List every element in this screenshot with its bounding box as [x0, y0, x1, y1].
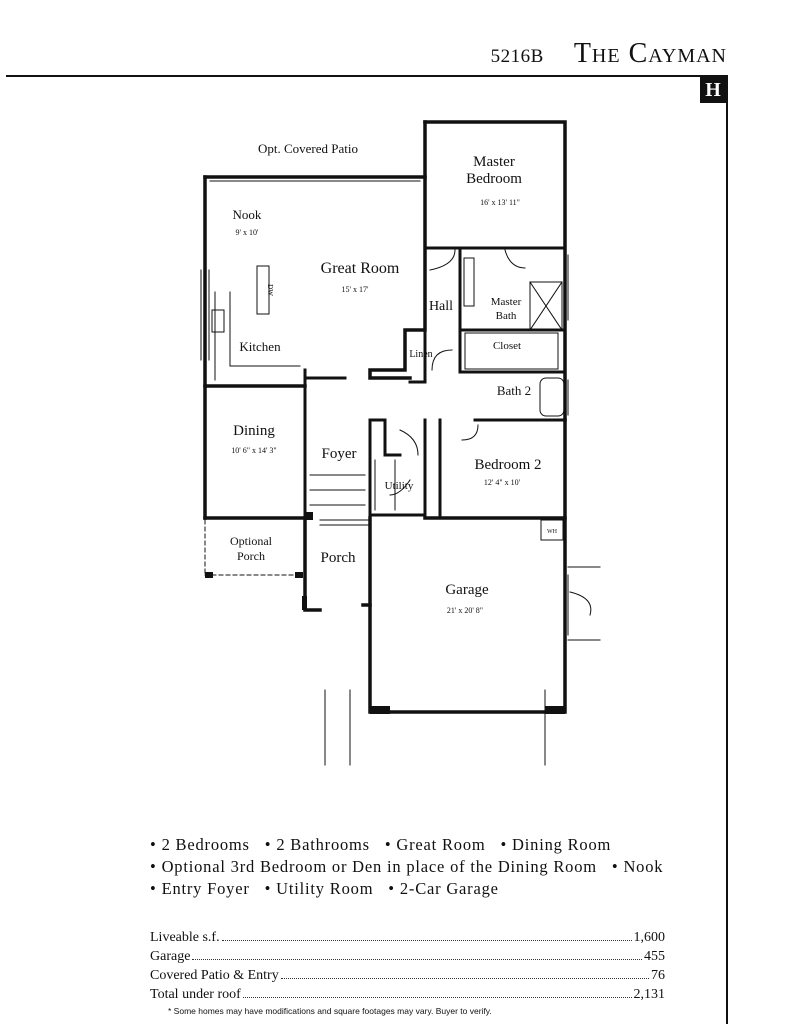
room-label-utility: Utility — [385, 480, 414, 492]
section-badge: H — [700, 77, 726, 103]
feature-item: •2 Bedrooms — [150, 835, 250, 854]
feature-list: •2 Bedrooms •2 Bathrooms •Great Room •Di… — [150, 834, 670, 900]
feature-item: •Entry Foyer — [150, 879, 250, 898]
feature-item: •Optional 3rd Bedroom or Den in place of… — [150, 857, 597, 876]
stat-label: Garage — [150, 949, 191, 964]
room-label-bedroom2: Bedroom 2 — [474, 457, 541, 473]
feature-item: •Nook — [611, 857, 664, 876]
room-label-linen: Linen — [409, 349, 432, 360]
stat-row: Total under roof 2,131 — [150, 985, 665, 1004]
floor-plan: Opt. Covered Patio Master Bedroom 16' x … — [200, 120, 601, 766]
stat-row: Liveable s.f. 1,600 — [150, 928, 665, 947]
square-footage-table: Liveable s.f. 1,600 Garage 455 Covered Pat… — [150, 928, 665, 1004]
room-label-foyer: Foyer — [322, 446, 357, 462]
room-dims-bedroom2: 12' 4" x 10' — [484, 478, 521, 487]
feature-line: •Optional 3rd Bedroom or Den in place of… — [150, 856, 670, 878]
stat-value: 76 — [651, 968, 665, 983]
stat-row: Garage 455 — [150, 947, 665, 966]
feature-line: •Entry Foyer •Utility Room •2-Car Garage — [150, 878, 670, 900]
footnote: * Some homes may have modifications and … — [168, 1006, 492, 1016]
stat-row: Covered Patio & Entry 76 — [150, 966, 665, 985]
feature-item: •Utility Room — [264, 879, 374, 898]
room-label-porch: Porch — [321, 550, 356, 566]
feature-item: •2 Bathrooms — [264, 835, 370, 854]
feature-item: •2-Car Garage — [388, 879, 499, 898]
room-label-nook: Nook — [233, 207, 262, 222]
feature-line: •2 Bedrooms •2 Bathrooms •Great Room •Di… — [150, 834, 670, 856]
feature-item: •Great Room — [384, 835, 486, 854]
plan-details — [200, 176, 601, 766]
room-label-kitchen: Kitchen — [239, 339, 281, 354]
water-heater-label: WH — [547, 529, 558, 535]
room-label-dw: DW — [266, 284, 274, 296]
room-label-hall: Hall — [429, 299, 453, 314]
room-label-optional-porch-1: Optional — [230, 534, 273, 548]
post-markers — [205, 512, 565, 714]
stat-label: Covered Patio & Entry — [150, 968, 279, 983]
room-dims-great-room: 15' x 17' — [342, 285, 369, 294]
feature-item: •Dining Room — [500, 835, 612, 854]
header-rule — [6, 75, 728, 77]
room-label-garage: Garage — [445, 582, 489, 598]
room-dims-dining: 10' 6" x 14' 3" — [231, 446, 276, 455]
stat-label: Liveable s.f. — [150, 930, 220, 945]
stat-value: 1,600 — [633, 930, 666, 945]
margin-rule — [726, 75, 728, 1024]
room-label-dining: Dining — [233, 423, 275, 439]
room-label-closet: Closet — [493, 340, 521, 352]
room-dims-garage: 21' x 20' 8" — [447, 606, 483, 615]
room-label-master-bedroom-1: Master — [473, 154, 515, 170]
room-label-optional-porch-2: Porch — [237, 549, 265, 563]
plan-number: 5216B — [490, 46, 544, 67]
room-label-patio: Opt. Covered Patio — [258, 141, 358, 156]
stat-value: 455 — [644, 949, 665, 964]
page-header: 5216B The Cayman — [491, 38, 727, 70]
room-dims-master-bedroom: 16' x 13' 11" — [480, 198, 520, 207]
room-dims-nook: 9' x 10' — [236, 228, 259, 237]
room-label-master-bedroom-2: Bedroom — [466, 171, 522, 187]
room-label-great-room: Great Room — [321, 260, 400, 277]
plan-name: The Cayman — [573, 38, 727, 69]
room-label-master-bath-1: Master — [491, 296, 522, 308]
stat-label: Total under roof — [150, 987, 241, 1002]
stat-value: 2,131 — [633, 987, 666, 1002]
room-label-master-bath-2: Bath — [496, 310, 517, 322]
room-label-bath2: Bath 2 — [497, 383, 531, 398]
